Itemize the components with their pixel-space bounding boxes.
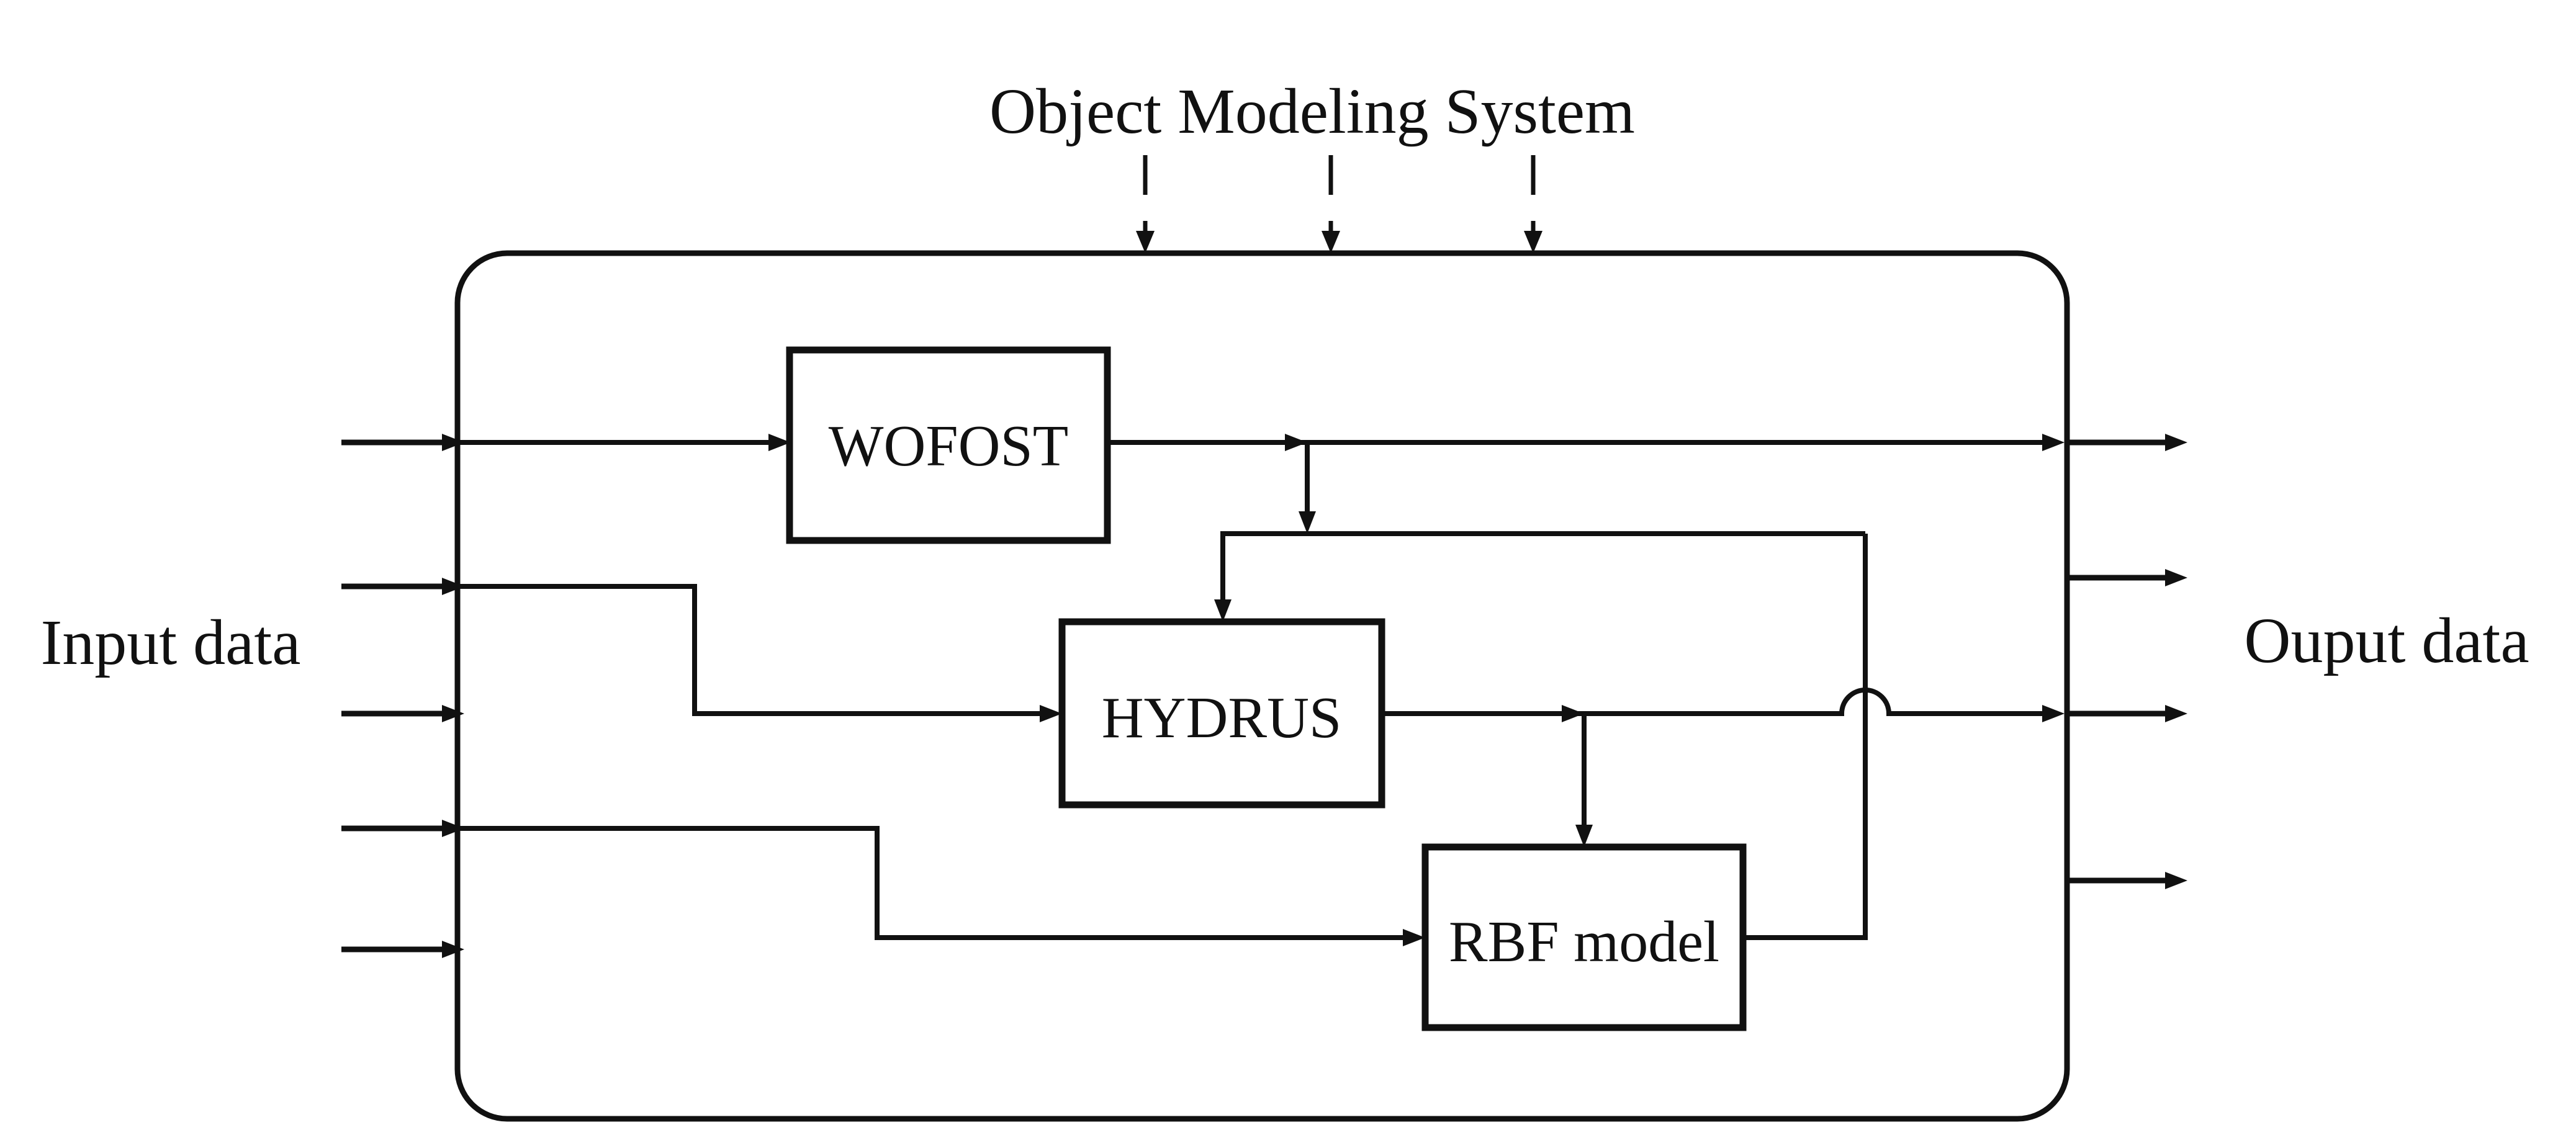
hydrus-branch-head (1575, 825, 1593, 847)
rbf-feed-line (460, 826, 1404, 940)
hydrus-feed-head (1040, 705, 1062, 722)
diagram-title: Object Modeling System (989, 76, 1635, 147)
system-boundary-box (454, 250, 2070, 1122)
output-data-label: Ouput data (2244, 605, 2529, 676)
wofost-output-mid-head (1285, 434, 1307, 451)
rbf-model-box-label: RBF model (1449, 910, 1719, 974)
diagram-texts: Object Modeling System Input data Ouput … (41, 76, 2529, 974)
output-arrow-1-head (2165, 434, 2187, 451)
wofost-output-exit-head (2042, 434, 2065, 451)
input-arrow-2-head (442, 578, 464, 595)
output-arrow-3-head (2165, 705, 2187, 722)
output-arrow-4-head (2165, 872, 2187, 889)
input-arrow-3-head (442, 705, 464, 722)
oms-dashed-arrow-1-head (1136, 231, 1155, 253)
rbf-feedback-line (1743, 534, 1868, 940)
hydrus-output-line (1382, 688, 2045, 716)
wofost-box-label: WOFOST (829, 414, 1068, 478)
diagram-lines (341, 155, 2165, 1122)
output-arrow-2-head (2165, 569, 2187, 586)
wofost-feed-head (768, 434, 791, 451)
oms-dashed-arrow-2-head (1322, 231, 1340, 253)
wofost-branch-head (1299, 511, 1316, 534)
hydrus-feed-line (460, 584, 1041, 716)
oms-dashed-arrow-3-head (1524, 231, 1542, 253)
hydrus-output-exit-head (2042, 705, 2065, 722)
rbf-feed-head (1403, 929, 1425, 946)
input-data-label: Input data (41, 607, 301, 678)
hydrus-output-mid-head (1562, 705, 1584, 722)
input-arrow-4-head (442, 820, 464, 837)
feedback-collector-line (1220, 531, 1865, 601)
input-arrow-1-head (442, 434, 464, 451)
wofost-box (786, 346, 1111, 544)
hydrus-box-label: HYDRUS (1102, 686, 1342, 750)
input-arrow-5-head (442, 941, 464, 958)
collector-to-hydrus-head (1214, 599, 1232, 622)
diagram-arrowheads (442, 231, 2187, 958)
